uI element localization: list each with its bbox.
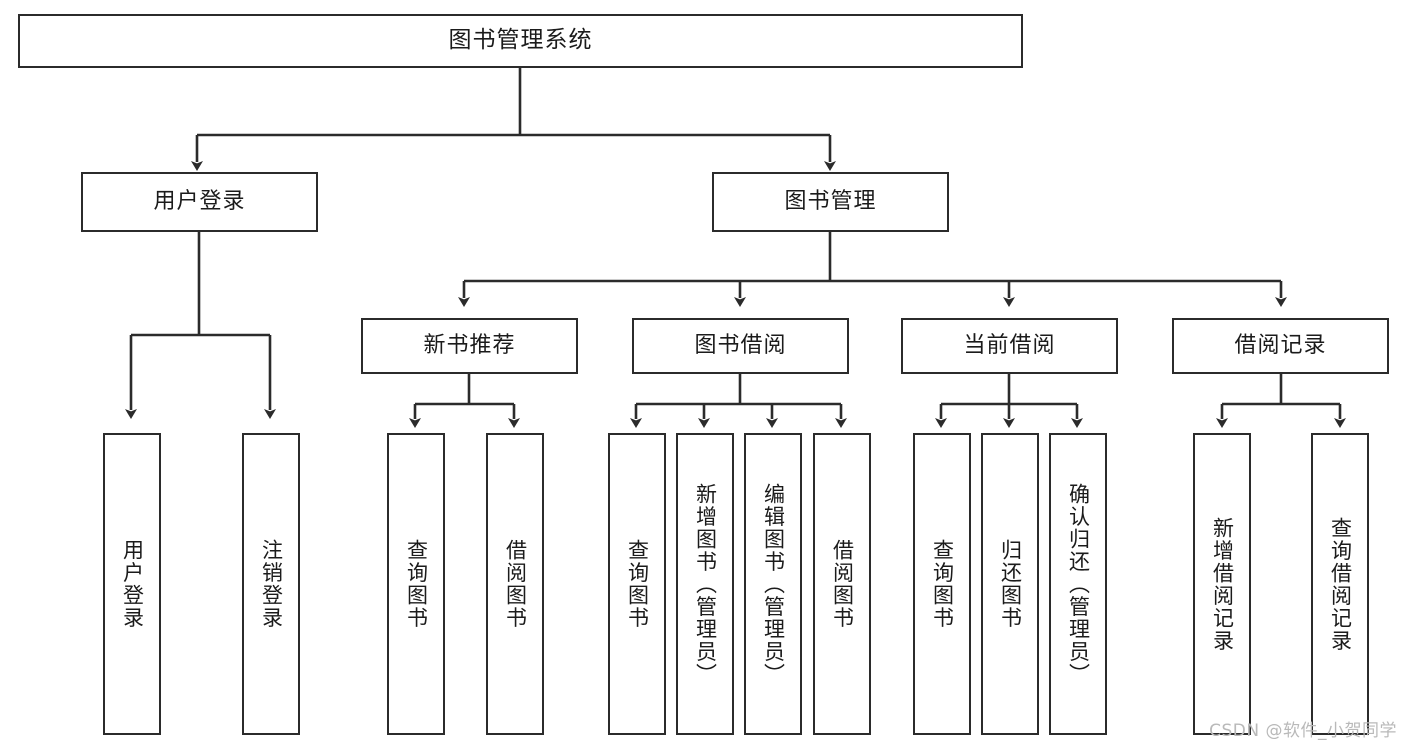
node-leaf-edit-book[interactable]: 编辑图书（管理员） [744, 433, 802, 735]
node-leaf-borrow-book-1-label: 借阅图书 [503, 539, 528, 629]
node-leaf-edit-book-label: 编辑图书（管理员） [761, 482, 786, 686]
node-leaf-user-login-label: 用户登录 [120, 539, 145, 629]
node-leaf-query-record-label: 查询借阅记录 [1328, 516, 1353, 652]
node-leaf-confirm-return[interactable]: 确认归还（管理员） [1049, 433, 1107, 735]
node-leaf-add-record[interactable]: 新增借阅记录 [1193, 433, 1251, 735]
node-leaf-query-book-1[interactable]: 查询图书 [387, 433, 445, 735]
node-leaf-query-book-1-label: 查询图书 [404, 539, 429, 629]
node-leaf-return-book[interactable]: 归还图书 [981, 433, 1039, 735]
node-leaf-borrow-book-1[interactable]: 借阅图书 [486, 433, 544, 735]
csdn-watermark: CSDN @软件_小贺同学 [1209, 721, 1397, 741]
node-book-manage-label: 图书管理 [784, 188, 877, 214]
node-leaf-query-book-2-label: 查询图书 [625, 539, 650, 629]
node-book-borrow[interactable]: 图书借阅 [632, 318, 849, 374]
node-leaf-add-record-label: 新增借阅记录 [1210, 516, 1235, 652]
node-borrow-record[interactable]: 借阅记录 [1172, 318, 1389, 374]
node-leaf-add-book[interactable]: 新增图书（管理员） [676, 433, 734, 735]
node-leaf-user-login[interactable]: 用户登录 [103, 433, 161, 735]
node-root-label: 图书管理系统 [448, 27, 593, 54]
node-book-manage[interactable]: 图书管理 [712, 172, 949, 232]
node-leaf-query-record[interactable]: 查询借阅记录 [1311, 433, 1369, 735]
node-leaf-return-book-label: 归还图书 [998, 539, 1023, 629]
node-current-borrow-label: 当前借阅 [963, 332, 1056, 358]
node-current-borrow[interactable]: 当前借阅 [901, 318, 1118, 374]
node-leaf-add-book-label: 新增图书（管理员） [693, 482, 718, 686]
node-leaf-borrow-book-2-label: 借阅图书 [830, 539, 855, 629]
node-user-login-label: 用户登录 [153, 188, 246, 214]
node-leaf-query-book-3-label: 查询图书 [930, 539, 955, 629]
node-leaf-logout-login-label: 注销登录 [259, 539, 284, 629]
node-root[interactable]: 图书管理系统 [18, 14, 1023, 68]
node-borrow-record-label: 借阅记录 [1234, 332, 1327, 358]
node-leaf-query-book-3[interactable]: 查询图书 [913, 433, 971, 735]
node-book-borrow-label: 图书借阅 [694, 332, 787, 358]
node-user-login[interactable]: 用户登录 [81, 172, 318, 232]
node-leaf-confirm-return-label: 确认归还（管理员） [1066, 482, 1091, 686]
node-new-book-recommend[interactable]: 新书推荐 [361, 318, 578, 374]
node-leaf-logout-login[interactable]: 注销登录 [242, 433, 300, 735]
node-new-book-recommend-label: 新书推荐 [423, 332, 516, 358]
node-leaf-query-book-2[interactable]: 查询图书 [608, 433, 666, 735]
node-leaf-borrow-book-2[interactable]: 借阅图书 [813, 433, 871, 735]
